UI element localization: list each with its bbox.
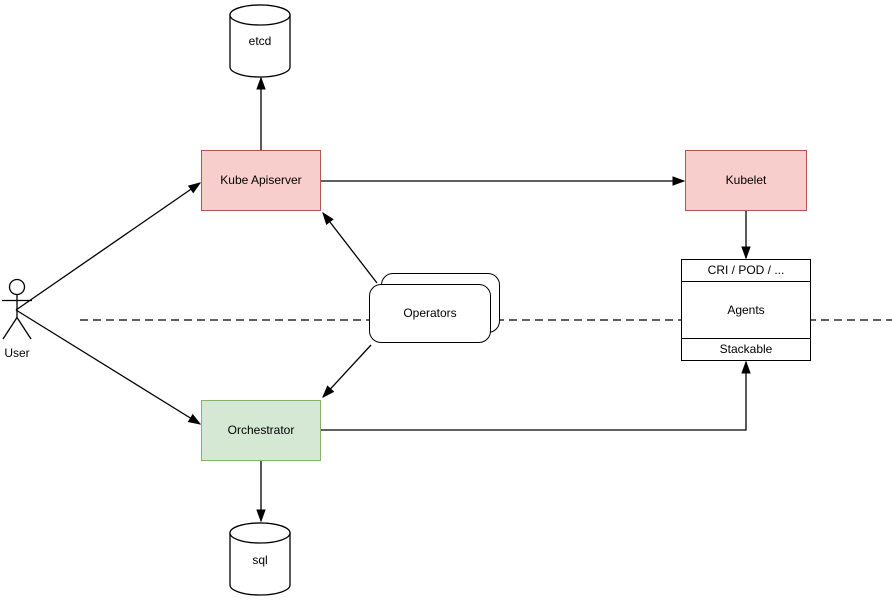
actor-right-leg	[16, 317, 32, 340]
orchestrator-node: Orchestrator	[201, 400, 321, 461]
etcd-cylinder	[229, 4, 291, 78]
kube-apiserver-node: Kube Apiserver	[201, 150, 321, 211]
kube-apiserver-label: Kube Apiserver	[220, 173, 302, 188]
operators-node: Operators	[369, 284, 491, 343]
operators-label: Operators	[403, 306, 457, 321]
edge-user-to-orchestrator	[15, 309, 200, 424]
etcd-label: etcd	[248, 34, 272, 48]
edge-orchestrator-to-stackable	[321, 362, 746, 431]
agent-stack-footer: Stackable	[682, 338, 810, 360]
user-actor	[2, 278, 32, 340]
edge-operators-to-orchestrator	[323, 344, 372, 397]
sql-cylinder	[229, 522, 291, 596]
kubelet-label: Kubelet	[725, 173, 767, 188]
kubelet-node: Kubelet	[685, 150, 807, 211]
sql-label: sql	[252, 553, 268, 567]
actor-head	[8, 278, 26, 296]
user-label: User	[4, 346, 30, 360]
actor-left-leg	[2, 317, 18, 340]
orchestrator-label: Orchestrator	[227, 423, 295, 438]
agent-stack-node: CRI / POD / ... Agents Stackable	[681, 259, 811, 361]
edge-operators-to-apiserver	[323, 213, 378, 284]
edge-user-to-apiserver	[15, 183, 200, 311]
agent-stack-header: CRI / POD / ...	[682, 260, 810, 282]
agent-stack-body: Agents	[727, 302, 765, 317]
